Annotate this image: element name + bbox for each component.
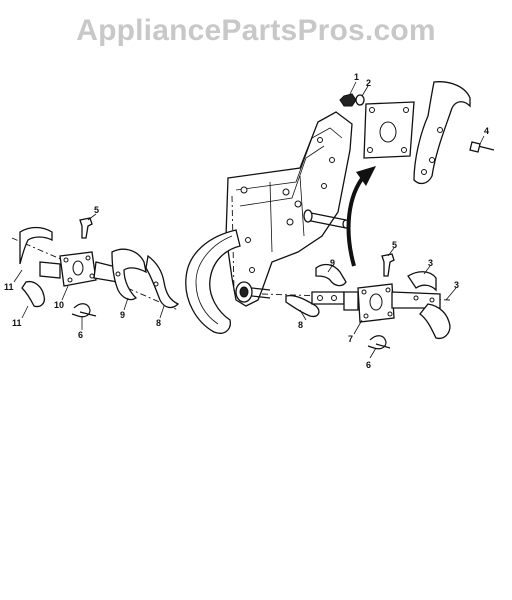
clevis-pin-right bbox=[381, 253, 395, 277]
callout-1: 1 bbox=[354, 72, 359, 82]
nut-part-1 bbox=[339, 93, 357, 107]
callout-6-left: 6 bbox=[78, 330, 83, 340]
callout-11-lower: 11 bbox=[12, 318, 22, 328]
hairpin-clip-right bbox=[367, 335, 391, 350]
callout-8-left: 8 bbox=[156, 318, 161, 328]
callout-10: 10 bbox=[54, 300, 64, 310]
transmission-housing bbox=[225, 111, 353, 307]
leader-lines bbox=[13, 81, 485, 359]
bolt-part-4 bbox=[469, 141, 495, 153]
tine-shield bbox=[185, 229, 241, 334]
callout-9-left: 9 bbox=[120, 310, 125, 320]
callout-3-lower: 3 bbox=[454, 280, 459, 290]
cover-plate bbox=[363, 101, 415, 159]
right-tine-assembly bbox=[261, 263, 451, 340]
callout-11-upper: 11 bbox=[4, 282, 14, 292]
callout-7: 7 bbox=[348, 334, 353, 344]
callout-9-right: 9 bbox=[330, 258, 335, 268]
callout-5-left: 5 bbox=[94, 205, 99, 215]
left-tine-assembly bbox=[11, 226, 180, 311]
shield-bracket-top bbox=[413, 81, 471, 185]
callout-4: 4 bbox=[484, 126, 489, 136]
callout-6-right: 6 bbox=[366, 360, 371, 370]
clevis-pin-left bbox=[79, 217, 93, 239]
callout-5-right: 5 bbox=[392, 240, 397, 250]
callout-2: 2 bbox=[366, 78, 371, 88]
washer-part-2 bbox=[355, 94, 365, 106]
callout-3-upper: 3 bbox=[428, 258, 433, 268]
assembly-arrow bbox=[346, 166, 376, 267]
callout-8-right: 8 bbox=[298, 320, 303, 330]
output-shaft bbox=[235, 281, 271, 303]
watermark-text: AppliancePartsPros.com bbox=[76, 14, 436, 47]
hairpin-clip-left bbox=[71, 303, 97, 318]
